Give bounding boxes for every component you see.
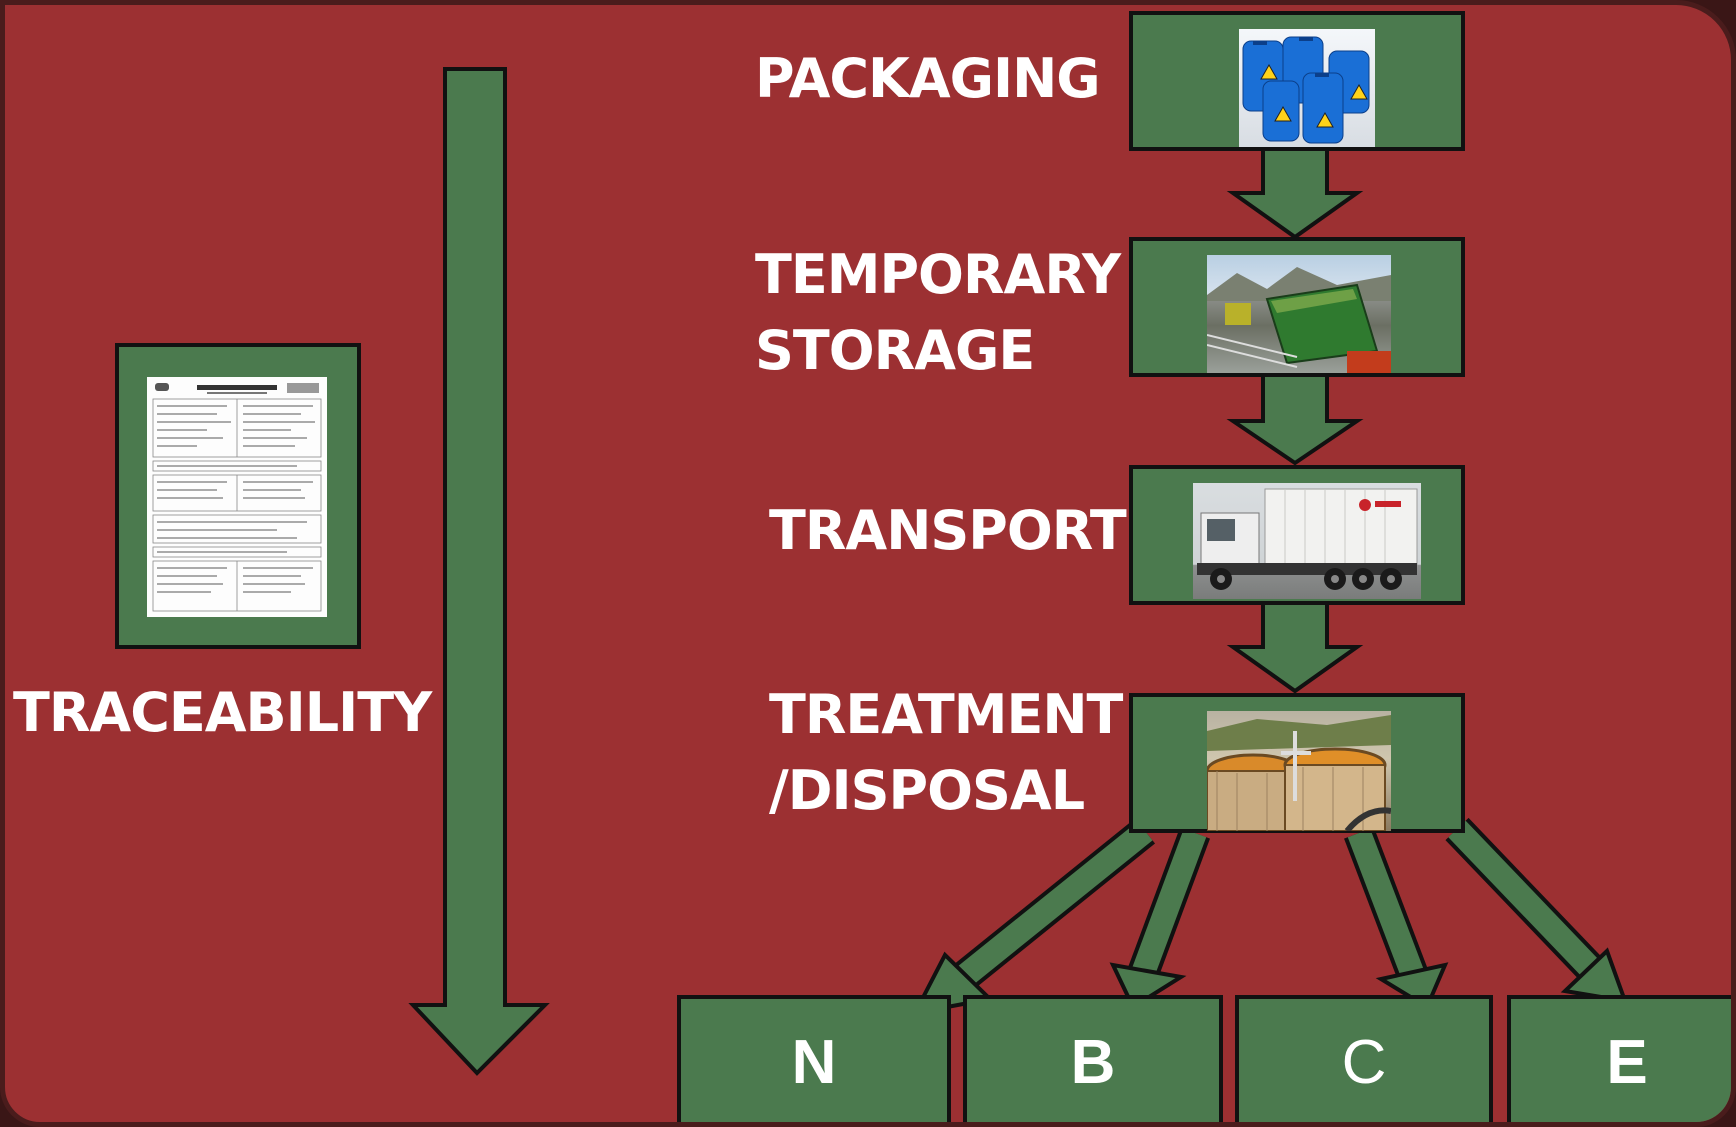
packaging-label: PACKAGING [755,47,1101,110]
transport-label: TRANSPORT [769,499,1127,562]
blue-drums-image [1239,29,1375,147]
treatment-tanks-image [1207,711,1391,831]
outcome-box-e: E [1507,995,1731,1122]
treatment-label-line2: /DISPOSAL [769,759,1085,822]
temporary-storage-box [1129,237,1465,377]
traceability-arrow [408,67,550,1076]
drums-icon [1242,36,1370,144]
temporary-storage-label-line2: STORAGE [755,319,1035,382]
treatment-label-line1: TREATMENT [769,683,1123,746]
arrow-to-e [1445,817,1629,1004]
arrow-storage-to-transport [1226,373,1364,466]
arrow-to-b [1109,827,1210,1010]
storage-container-image [1207,255,1391,373]
traceability-label: TRACEABILITY [13,681,432,744]
temporary-storage-label-line1: TEMPORARY [755,243,1121,306]
treatment-disposal-box [1129,693,1465,833]
arrow-to-n [911,818,1156,1016]
arrow-to-c [1344,827,1449,1010]
document-icon [147,377,327,617]
tanks-icon [1207,715,1391,831]
outcome-box-b: B [963,995,1223,1122]
transport-box [1129,465,1465,605]
arrow-transport-to-treatment [1226,599,1364,694]
outcome-box-n: N [677,995,951,1122]
arrow-packaging-to-storage [1226,147,1364,240]
traceability-document-box [115,343,361,649]
waste-tracking-form-image [147,377,327,617]
truck-icon [1197,488,1418,590]
outcome-box-c: C [1235,995,1493,1122]
storage-icon [1207,267,1391,373]
transport-truck-image [1193,483,1421,599]
packaging-box [1129,11,1465,151]
